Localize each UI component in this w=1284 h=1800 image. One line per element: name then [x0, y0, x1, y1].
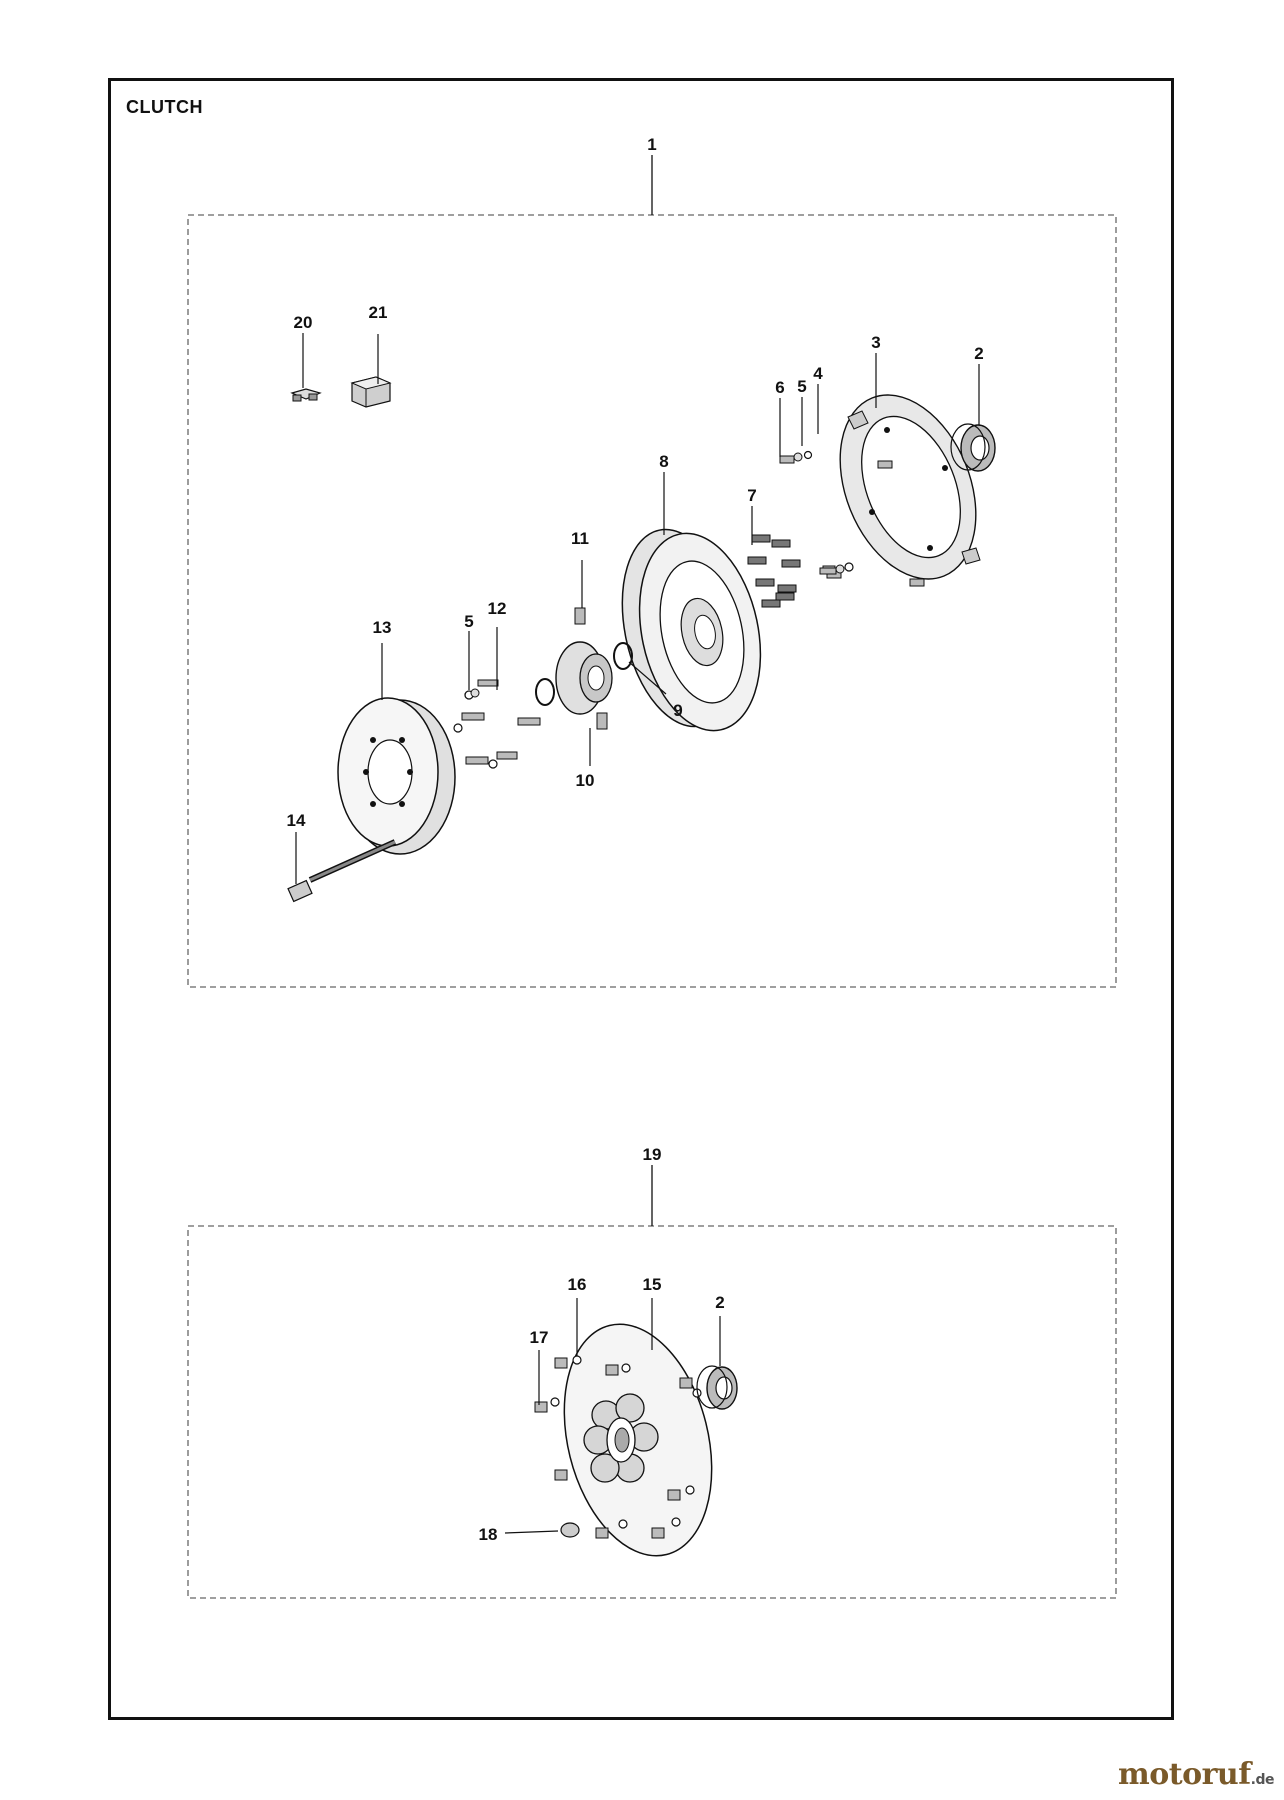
callout-18: 18 — [479, 1525, 498, 1544]
callout-14: 14 — [287, 811, 306, 830]
callout-13: 13 — [373, 618, 392, 637]
part-12-bolts — [453, 679, 541, 769]
watermark-main: motoruf — [1118, 1757, 1251, 1792]
callout-4: 4 — [813, 364, 823, 383]
callout-20: 20 — [294, 313, 313, 332]
leader-lines-lower — [504, 1298, 721, 1534]
part-13-drum — [337, 697, 456, 855]
part-8-pulley — [621, 528, 762, 732]
callout-21: 21 — [369, 303, 388, 322]
callout-2: 2 — [974, 344, 983, 363]
watermark-logo: motoruf.de — [1118, 1757, 1275, 1792]
part-14-shaft — [287, 839, 397, 903]
callout-17: 17 — [530, 1328, 549, 1347]
callout-5-lower: 5 — [464, 612, 473, 631]
callout-6: 6 — [775, 378, 784, 397]
callout-10: 10 — [576, 771, 595, 790]
callout-16: 16 — [568, 1275, 587, 1294]
callout-15: 15 — [643, 1275, 662, 1294]
callout-5: 5 — [797, 377, 806, 396]
callout-2-lower: 2 — [715, 1293, 724, 1312]
callout-8: 8 — [659, 452, 668, 471]
callout-1: 1 — [647, 135, 656, 154]
part-20-fuse — [290, 388, 322, 402]
page-title: CLUTCH — [126, 97, 203, 117]
callout-19: 19 — [643, 1145, 662, 1164]
callout-12: 12 — [488, 599, 507, 618]
watermark-suffix: .de — [1250, 1772, 1275, 1788]
callout-9: 9 — [673, 701, 682, 720]
part-18-plug — [560, 1522, 580, 1538]
part-21-relay — [350, 376, 392, 408]
callout-11: 11 — [571, 529, 589, 548]
leader-lines-upper — [295, 333, 980, 884]
part-10-hub — [555, 641, 613, 715]
part-7-bolts — [747, 534, 801, 608]
callout-3: 3 — [871, 333, 880, 352]
page-frame — [108, 78, 1174, 1720]
snap-ring-left — [535, 678, 555, 706]
housing-screws — [779, 450, 925, 587]
part-11-screw — [574, 607, 608, 730]
part-3-housing — [839, 394, 981, 580]
part-2-bearing-lower — [696, 1365, 738, 1410]
flex-plate-bolts — [534, 1355, 702, 1539]
part-2-bearing — [950, 423, 996, 472]
part-9-snap-ring — [613, 642, 633, 670]
callout-7: 7 — [747, 486, 756, 505]
